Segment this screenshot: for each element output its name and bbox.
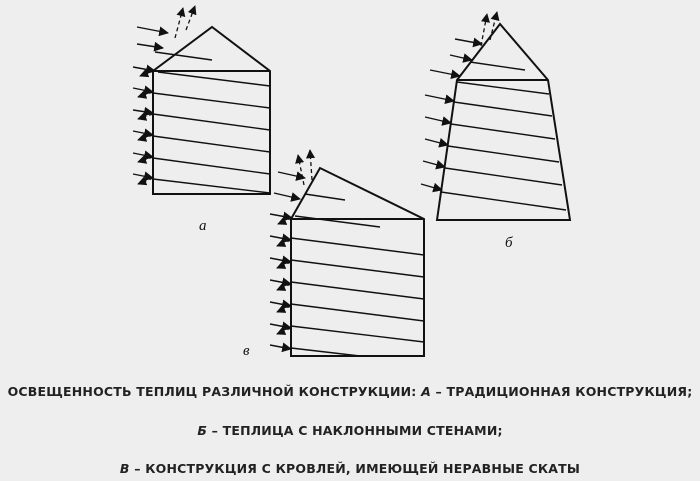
caption-line-2-text: – ТЕПЛИЦА С НАКЛОННЫМИ СТЕНАМИ;	[207, 423, 503, 438]
greenhouse-v-rays	[290, 193, 425, 357]
greenhouse-a-rays	[152, 51, 271, 194]
greenhouse-a-reflected-arrows	[137, 5, 197, 186]
label-b: б	[505, 235, 513, 251]
caption-line-1-key: А	[421, 384, 431, 399]
greenhouse-a	[132, 5, 271, 195]
caption-line-3-key: В	[119, 461, 130, 476]
greenhouse-illumination-diagram: а б	[132, 5, 572, 359]
caption-line-2-key: Б	[197, 423, 208, 438]
caption-line-1-prefix: ОСВЕЩЕННОСТЬ ТЕПЛИЦ РАЗЛИЧНОЙ КОНСТРУКЦИ…	[7, 384, 422, 399]
greenhouse-v-incoming-arrows	[269, 171, 306, 353]
caption-line-3-text: – КОНСТРУКЦИЯ С КРОВЛЕЙ, ИМЕЮЩЕЙ НЕРАВНЫ…	[129, 461, 581, 476]
greenhouse-v-reflected-arrows	[276, 149, 316, 335]
caption-line-1: ОСВЕЩЕННОСТЬ ТЕПЛИЦ РАЗЛИЧНОЙ КОНСТРУКЦИ…	[0, 384, 700, 399]
caption-line-3: В – КОНСТРУКЦИЯ С КРОВЛЕЙ, ИМЕЮЩЕЙ НЕРАВ…	[0, 461, 700, 476]
greenhouse-b-rays	[440, 61, 567, 211]
greenhouse-a-incoming-arrows	[132, 26, 169, 182]
caption-line-2: Б – ТЕПЛИЦА С НАКЛОННЫМИ СТЕНАМИ;	[0, 423, 700, 438]
greenhouse-b-outline	[435, 22, 572, 221]
label-v: в	[243, 343, 250, 359]
greenhouse-b	[420, 11, 572, 221]
greenhouse-b-reflected-arrows	[480, 11, 500, 47]
greenhouse-a-outline	[152, 25, 271, 195]
caption-line-1-text: – ТРАДИЦИОННАЯ КОНСТРУКЦИЯ;	[430, 384, 693, 399]
label-a: а	[199, 218, 207, 234]
greenhouse-v	[269, 149, 425, 357]
greenhouse-b-incoming-arrows	[420, 37, 483, 193]
